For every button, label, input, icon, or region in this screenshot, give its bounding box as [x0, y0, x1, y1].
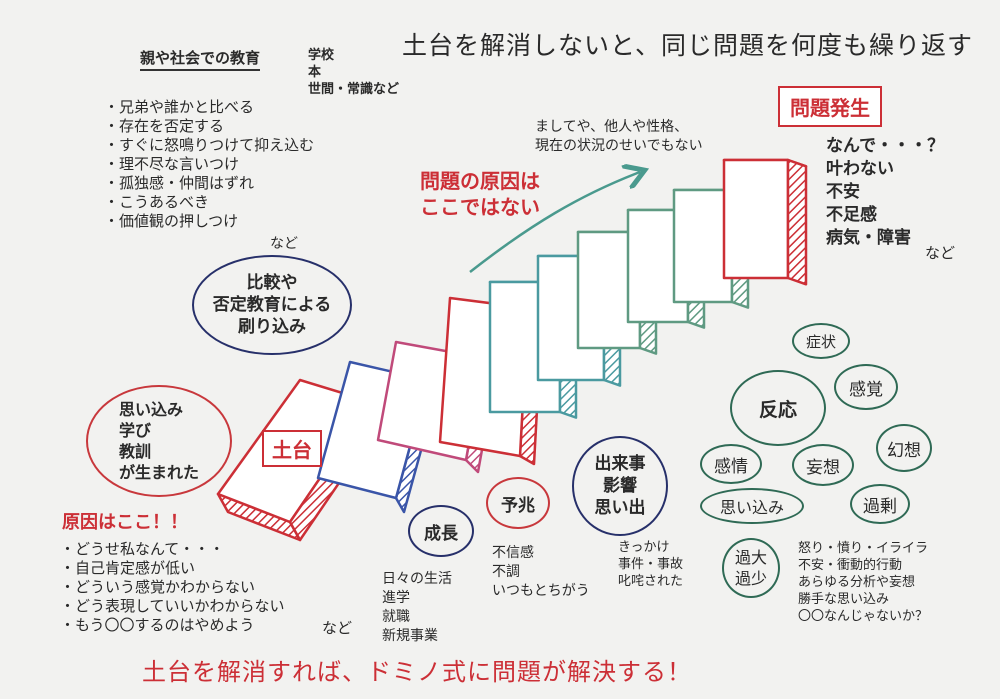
- node-label: 感覚: [849, 379, 883, 400]
- problem-etc: など: [925, 244, 956, 262]
- reaction-node-fantasy: 幻想: [876, 424, 932, 472]
- reaction-excess-bubble: 過大 過少: [722, 538, 780, 598]
- beliefs-bubble: 思い込み 学び 教訓 が生まれた: [86, 385, 232, 497]
- list-item: ・自己肯定感が低い: [60, 559, 196, 577]
- node-label: 思い込み: [719, 498, 784, 517]
- domino-10-front: [722, 158, 790, 280]
- problem-label: 問題発生: [778, 86, 882, 127]
- bubble-line: 影響: [603, 476, 637, 496]
- bubble-line: が生まれた: [118, 463, 199, 482]
- list-item: ・こうあるべき: [104, 193, 210, 211]
- foundation-label: 土台: [262, 430, 322, 467]
- note-line: 〇〇なんじゃないか？: [798, 609, 929, 624]
- bubble-line: 過大: [734, 548, 767, 567]
- list-item: ・すぐに怒鳴りつけて抑え込む: [104, 136, 315, 154]
- event-list: きっかけ 事件・事故 叱咤された: [618, 539, 683, 590]
- list-item: 叶わない: [826, 159, 894, 179]
- event-bubble: 出来事 影響 思い出: [572, 436, 668, 536]
- education-heading: 親や社会での教育: [140, 47, 261, 71]
- comparison-bubble: 比較や 否定教育による 刷り込み: [192, 255, 352, 355]
- bubble-line: 刷り込み: [238, 317, 306, 337]
- list-item: なんで・・・？: [826, 136, 945, 156]
- top-title: 土台を解消しないと、同じ問題を何度も繰り返す: [402, 31, 974, 60]
- list-item: ・理不尽な言いつけ: [104, 155, 240, 173]
- list-item: 就職: [382, 609, 410, 625]
- not-cause-note: ましてや、他人や性格、 現在の状況のせいでもない: [535, 118, 703, 156]
- list-item: ・どう表現していいかわからない: [60, 597, 285, 615]
- list-item: ・価値観の押しつけ: [104, 212, 239, 230]
- list-item: 不安: [826, 182, 860, 202]
- list-item: 日々の生活: [382, 571, 452, 587]
- list-item: きっかけ: [618, 540, 670, 555]
- problem-list: なんで・・・？ 叶わない 不安 不足感 病気・障害: [826, 135, 944, 250]
- list-item: 進学: [382, 590, 410, 606]
- growth-label: 成長: [424, 523, 458, 544]
- bubble-line: 出来事: [594, 454, 646, 474]
- list-item: ・存在を否定する: [104, 117, 225, 135]
- cause-heading: 原因はここ！！: [62, 512, 188, 533]
- source-item: 世間・常識など: [308, 82, 400, 97]
- reaction-node-excess: 過剰: [850, 484, 910, 524]
- omen-label: 予兆: [501, 495, 535, 516]
- education-etc: など: [270, 236, 298, 252]
- reaction-node-emotion: 感情: [700, 444, 762, 484]
- node-label: 妄想: [806, 457, 840, 478]
- education-list: ・兄弟や誰かと比べる ・存在を否定する ・すぐに怒鳴りつけて抑え込む ・理不尽な…: [104, 98, 314, 231]
- bottom-title: 土台を解消すれば、ドミノ式に問題が解決する！: [142, 658, 692, 686]
- reaction-node-belief: 思い込み: [700, 488, 804, 524]
- reaction-center-label: 反応: [758, 398, 797, 421]
- note-line: ましてや、他人や性格、: [535, 119, 689, 135]
- list-item: いつもとちがう: [492, 583, 590, 599]
- reaction-node-delusion: 妄想: [792, 444, 854, 486]
- node-label: 過剰: [863, 496, 897, 517]
- note-line: 不安・衝動的行動: [798, 558, 903, 573]
- cause-list: ・どうせ私なんて・・・ ・自己肯定感が低い ・どういう感覚かわからない ・どう表…: [60, 540, 285, 635]
- bubble-line: 教訓: [118, 442, 151, 461]
- list-item: ・兄弟や誰かと比べる: [104, 98, 255, 116]
- reaction-node-sense: 感覚: [834, 364, 898, 410]
- bubble-line: 比較や: [246, 273, 298, 293]
- heading-line: ここではない: [420, 195, 540, 219]
- omen-list: 不信感 不調 いつもとちがう: [492, 544, 590, 601]
- domino-10-side: [786, 158, 808, 286]
- list-item: 不信感: [492, 545, 534, 561]
- cause-etc: など: [322, 619, 353, 637]
- source-item: 本: [308, 65, 322, 80]
- list-item: 事件・事故: [618, 557, 684, 572]
- node-label: 幻想: [887, 440, 921, 461]
- list-item: ・どういう感覚かわからない: [60, 578, 256, 596]
- reaction-center-bubble: 反応: [730, 370, 826, 446]
- bubble-line: 過少: [734, 569, 767, 588]
- list-item: 不足感: [826, 205, 877, 225]
- progress-arrow: [469, 172, 640, 273]
- reaction-node-symptom: 症状: [792, 323, 850, 359]
- bubble-line: 思い出: [594, 498, 646, 518]
- growth-list: 日々の生活 進学 就職 新規事業: [382, 570, 452, 646]
- note-line: 勝手な思い込み: [798, 592, 890, 607]
- list-item: 病気・障害: [826, 228, 911, 248]
- source-item: 学校: [308, 48, 335, 63]
- education-sources: 学校 本 世間・常識など: [308, 47, 399, 98]
- list-item: 不調: [492, 564, 520, 580]
- heading-line: 問題の原因は: [420, 169, 540, 193]
- list-item: ・もう〇〇するのはやめよう: [60, 616, 255, 634]
- list-item: ・孤独感・仲間はずれ: [104, 174, 255, 192]
- not-cause-heading: 問題の原因は ここではない: [420, 168, 540, 220]
- list-item: 叱咤された: [618, 574, 684, 589]
- node-label: 症状: [805, 332, 836, 351]
- reaction-notes: 怒り・憤り・イライラ 不安・衝動的行動 あらゆる分析や妄想 勝手な思い込み 〇〇…: [798, 540, 928, 625]
- bubble-line: 学び: [118, 421, 151, 440]
- list-item: ・どうせ私なんて・・・: [60, 540, 225, 558]
- growth-bubble: 成長: [408, 505, 474, 557]
- list-item: 新規事業: [382, 628, 438, 644]
- note-line: 怒り・憤り・イライラ: [798, 541, 929, 556]
- bubble-line: 否定教育による: [212, 295, 332, 315]
- note-line: あらゆる分析や妄想: [798, 575, 916, 590]
- node-label: 感情: [714, 456, 748, 477]
- bubble-line: 思い込み: [118, 400, 183, 419]
- note-line: 現在の状況のせいでもない: [535, 138, 703, 154]
- omen-bubble: 予兆: [486, 477, 550, 529]
